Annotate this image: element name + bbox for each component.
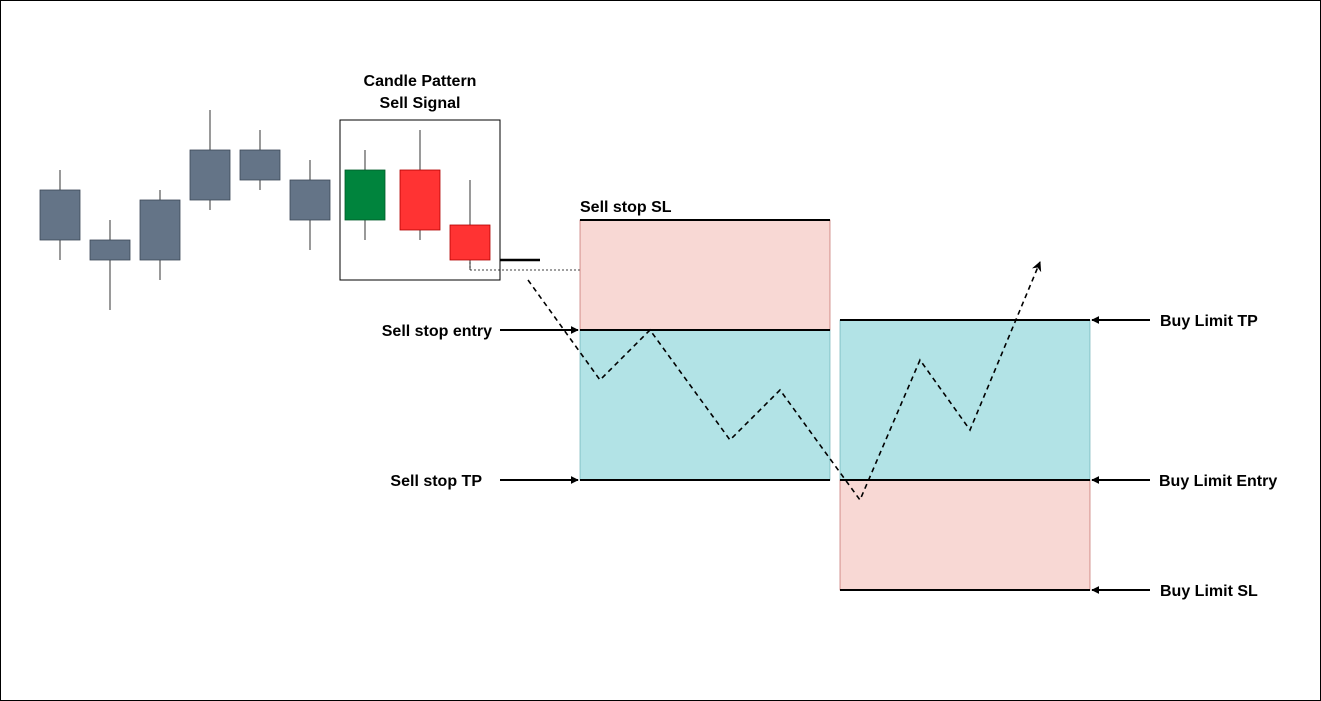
buy-limit-sl-label: Buy Limit SL bbox=[1160, 583, 1258, 600]
pattern-title-line2: Sell Signal bbox=[380, 95, 461, 112]
candle-bullish bbox=[344, 150, 386, 240]
pattern-title-line1: Candle Pattern bbox=[364, 73, 477, 90]
price-path-arrow bbox=[527, 261, 1042, 502]
buy-limit-tp-label: Buy Limit TP bbox=[1160, 313, 1258, 330]
candle-bearish bbox=[449, 180, 491, 270]
buy-limit-sl-zone bbox=[839, 479, 1091, 591]
buy-limit-entry-label: Buy Limit Entry bbox=[1159, 473, 1277, 490]
candle bbox=[289, 160, 331, 250]
sell-stop-zone bbox=[579, 219, 831, 481]
sell-stop-entry-label: Sell stop entry bbox=[382, 323, 492, 340]
sell-stop-sl-label: Sell stop SL bbox=[580, 199, 672, 216]
sell-stop-tp-label: Sell stop TP bbox=[390, 473, 482, 490]
candles-neutral bbox=[39, 110, 331, 310]
sell-stop-tp-zone bbox=[579, 329, 831, 481]
buy-limit-tp-zone bbox=[839, 319, 1091, 481]
buy-limit-zone bbox=[839, 319, 1091, 591]
sell-stop-sl-zone bbox=[579, 219, 831, 331]
candle bbox=[89, 220, 131, 310]
candle-pattern-box bbox=[339, 119, 501, 281]
candle bbox=[239, 130, 281, 190]
entry-connector bbox=[469, 262, 580, 271]
candle-bearish bbox=[399, 130, 441, 240]
candle bbox=[189, 110, 231, 210]
pattern-frame bbox=[339, 119, 501, 281]
candle bbox=[139, 190, 181, 280]
candle bbox=[39, 170, 81, 260]
